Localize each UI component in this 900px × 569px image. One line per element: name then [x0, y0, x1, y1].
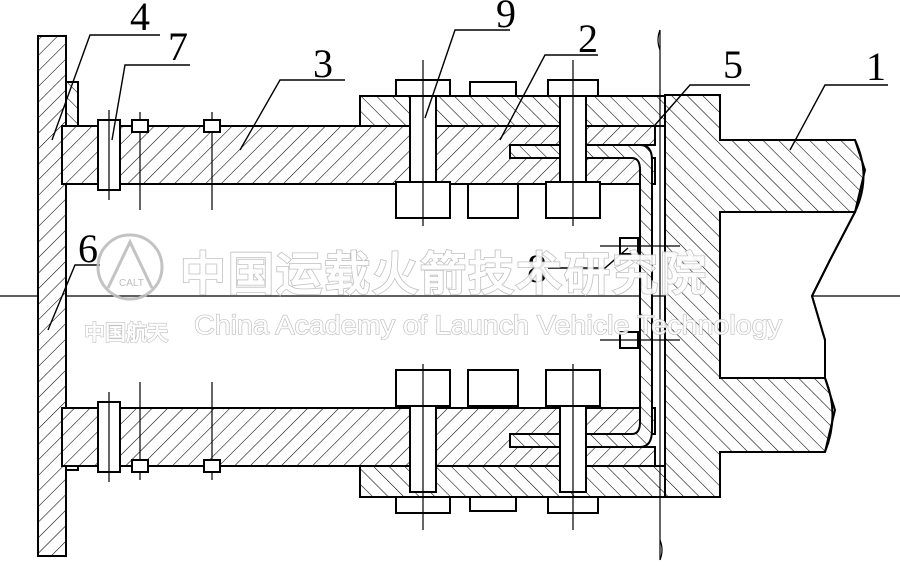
part-7-bolts-upper — [97, 110, 221, 210]
label-part-6: 6 — [78, 226, 98, 271]
part-9-bolts-lower — [395, 364, 601, 530]
part-2-bent-plate — [509, 144, 653, 448]
part-7-bolts-lower — [97, 382, 221, 482]
label-part-1: 1 — [866, 44, 886, 89]
label-part-5: 5 — [723, 42, 743, 87]
part-9-bolts-upper — [395, 60, 601, 226]
label-part-2: 2 — [578, 16, 598, 61]
label-part-3: 3 — [313, 41, 333, 86]
label-part-8: 8 — [527, 246, 547, 291]
label-part-9: 9 — [496, 0, 516, 36]
label-part-7: 7 — [168, 24, 188, 69]
part-1-body — [664, 94, 867, 498]
watermark-english: China Academy of Launch Vehicle Technolo… — [194, 310, 783, 340]
leader-lines — [47, 29, 888, 331]
watermark-logo-icon: CALT — [96, 233, 164, 301]
watermark: CALT 中国运载火箭技术研究院 中国航天 China Academy of L… — [83, 233, 783, 346]
part-8-screw-lower — [600, 331, 680, 349]
watermark-chinese: 中国运载火箭技术研究院 — [180, 247, 708, 301]
watermark-short: 中国航天 — [84, 321, 169, 345]
part-8-screw-upper — [600, 237, 680, 255]
part-6-flange-plate — [37, 35, 67, 557]
svg-text:CALT: CALT — [119, 278, 144, 289]
label-part-4: 4 — [130, 0, 150, 39]
